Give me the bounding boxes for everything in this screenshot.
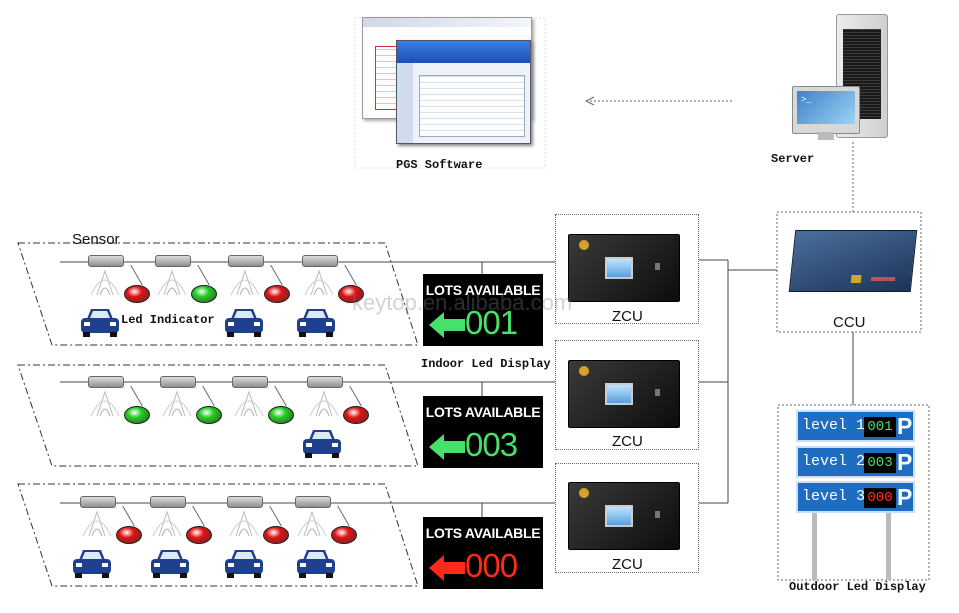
car-icon [81,309,119,337]
pgs-software-label: PGS Software [396,158,483,172]
sensor-label: Sensor [72,231,120,248]
ccu-label: CCU [833,314,866,331]
vacant-led-indicator-icon [124,406,150,424]
left-arrow-icon [429,555,465,581]
sensor-icon [160,376,196,388]
sensor-icon [307,376,343,388]
ultrasonic-wave-icon [309,390,339,417]
floor-outline-3 [17,483,419,587]
sensor-icon [150,496,186,508]
led-count: 001 [465,304,518,341]
car-icon [151,550,189,578]
zcu-label-3: ZCU [612,556,643,573]
occupied-led-indicator-icon [263,526,289,544]
led-title: LOTS AVAILABLE [425,525,541,541]
level-label: level 1 [802,417,866,434]
level-label: level 3 [802,488,866,505]
ultrasonic-wave-icon [82,510,112,537]
floor-outline-1 [17,242,419,346]
left-arrow-icon [429,312,465,338]
outdoor-sign-level-3: level 3 000 P [796,481,915,513]
vacant-led-indicator-icon [196,406,222,424]
server-monitor-icon: >_ [792,86,860,134]
zcu-device-1 [568,234,680,302]
ultrasonic-wave-icon [304,269,334,296]
outdoor-led-display-label: Outdoor Led Display [789,580,926,594]
led-count: 003 [465,426,518,463]
ultrasonic-wave-icon [230,269,260,296]
sign-pole-right [886,512,891,580]
sign-pole-left [812,512,817,580]
sensor-icon [80,496,116,508]
sensor-icon [295,496,331,508]
ultrasonic-wave-icon [90,269,120,296]
ultrasonic-wave-icon [229,510,259,537]
parking-p-icon: P [897,449,913,475]
vacant-led-indicator-icon [268,406,294,424]
vacant-led-indicator-icon [191,285,217,303]
sensor-icon [88,376,124,388]
car-icon [297,309,335,337]
occupied-led-indicator-icon [264,285,290,303]
parking-p-icon: P [897,413,913,439]
sensor-icon [155,255,191,267]
level-label: level 2 [802,453,866,470]
ultrasonic-wave-icon [234,390,264,417]
ultrasonic-wave-icon [297,510,327,537]
outdoor-sign-level-2: level 2 003 P [796,446,915,478]
indoor-led-display-1: LOTS AVAILABLE 001 [423,274,543,346]
sensor-icon [227,496,263,508]
server-label: Server [771,152,815,166]
occupied-led-indicator-icon [331,526,357,544]
car-icon [297,550,335,578]
ultrasonic-wave-icon [162,390,192,417]
car-icon [73,550,111,578]
ultrasonic-wave-icon [152,510,182,537]
zcu-label-2: ZCU [612,433,643,450]
ccu-device [788,230,918,292]
occupied-led-indicator-icon [338,285,364,303]
sensor-icon [228,255,264,267]
sensor-icon [302,255,338,267]
zcu-device-3 [568,482,680,550]
indoor-led-display-label: Indoor Led Display [421,357,551,371]
floor-outline-2 [17,364,419,467]
ultrasonic-wave-icon [90,390,120,417]
car-icon [225,550,263,578]
watermark: keytop.en.alibaba.com [352,290,573,315]
led-count: 000 [465,547,518,584]
zcu-device-2 [568,360,680,428]
sensor-icon [88,255,124,267]
indoor-led-display-2: LOTS AVAILABLE 003 [423,396,543,468]
sensor-icon [232,376,268,388]
occupied-led-indicator-icon [343,406,369,424]
ultrasonic-wave-icon [157,269,187,296]
occupied-led-indicator-icon [124,285,150,303]
outdoor-display-frame [777,404,930,581]
occupied-led-indicator-icon [116,526,142,544]
level-count: 001 [864,417,896,437]
led-title: LOTS AVAILABLE [425,404,541,420]
level-count: 003 [864,453,896,473]
zcu-label-1: ZCU [612,308,643,325]
led-title: LOTS AVAILABLE [425,282,541,298]
level-count: 000 [864,488,896,508]
pgs-software-window-front [396,40,531,144]
parking-p-icon: P [897,484,913,510]
left-arrow-icon [429,434,465,460]
outdoor-sign-level-1: level 1 001 P [796,410,915,442]
indoor-led-display-3: LOTS AVAILABLE 000 [423,517,543,589]
ccu-frame [776,211,922,333]
car-icon [303,430,341,458]
car-icon [225,309,263,337]
led-indicator-label: Led Indicator [121,313,215,327]
occupied-led-indicator-icon [186,526,212,544]
